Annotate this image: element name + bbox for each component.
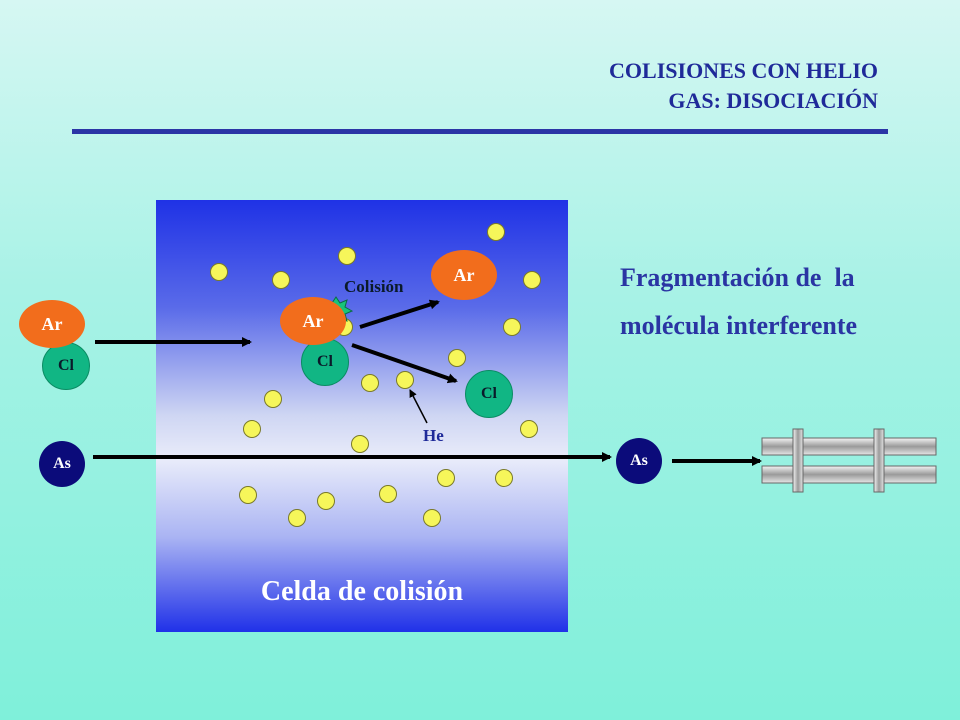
quadrupole-icon: [761, 428, 937, 493]
colliding-argon-atom: Ar: [280, 297, 346, 345]
helium-atom: [272, 271, 290, 289]
collision-cell-label: Celda de colisión: [260, 576, 464, 607]
outgoing-arsenic-atom: As: [616, 438, 662, 484]
fragmentation-line-1: Fragmentación de la: [620, 263, 855, 292]
fragmentation-caption: Fragmentación de la molécula interferent…: [620, 254, 857, 350]
helium-atom: [317, 492, 335, 510]
cl-scatter-arrow: [351, 343, 458, 384]
collision-label: Colisión: [344, 277, 404, 296]
helium-atom: [210, 263, 228, 281]
helium-atom: [423, 509, 441, 527]
helium-atom: [523, 271, 541, 289]
colliding-chlorine-atom: Cl: [301, 338, 349, 386]
helium-atom: [503, 318, 521, 336]
helium-atom: [396, 371, 414, 389]
title-line-2: GAS: DISOCIACIÓN: [668, 88, 878, 113]
he-pointer-arrow: [409, 389, 428, 424]
fragment-argon-atom: Ar: [431, 250, 497, 300]
ar-scatter-arrow: [359, 299, 440, 329]
title-divider: [72, 129, 888, 134]
helium-atom: [351, 435, 369, 453]
helium-atom: [243, 420, 261, 438]
fragment-chlorine-atom: Cl: [465, 370, 513, 418]
helium-atom: [487, 223, 505, 241]
helium-atom: [495, 469, 513, 487]
helium-atom: [288, 509, 306, 527]
helium-atom: [448, 349, 466, 367]
helium-label: He: [423, 426, 444, 445]
helium-atom: [437, 469, 455, 487]
incoming-argon-atom: Ar: [19, 300, 85, 348]
helium-atom: [520, 420, 538, 438]
incoming-arsenic-atom: As: [39, 441, 85, 487]
helium-atom: [338, 247, 356, 265]
title-line-1: COLISIONES CON HELIO: [609, 58, 878, 83]
helium-atom: [264, 390, 282, 408]
helium-atom: [361, 374, 379, 392]
helium-atom: [379, 485, 397, 503]
fragmentation-line-2: molécula interferente: [620, 311, 858, 340]
helium-atom: [239, 486, 257, 504]
slide-title: COLISIONES CON HELIO GAS: DISOCIACIÓN: [609, 56, 878, 116]
incoming-chlorine-atom: Cl: [42, 342, 90, 390]
